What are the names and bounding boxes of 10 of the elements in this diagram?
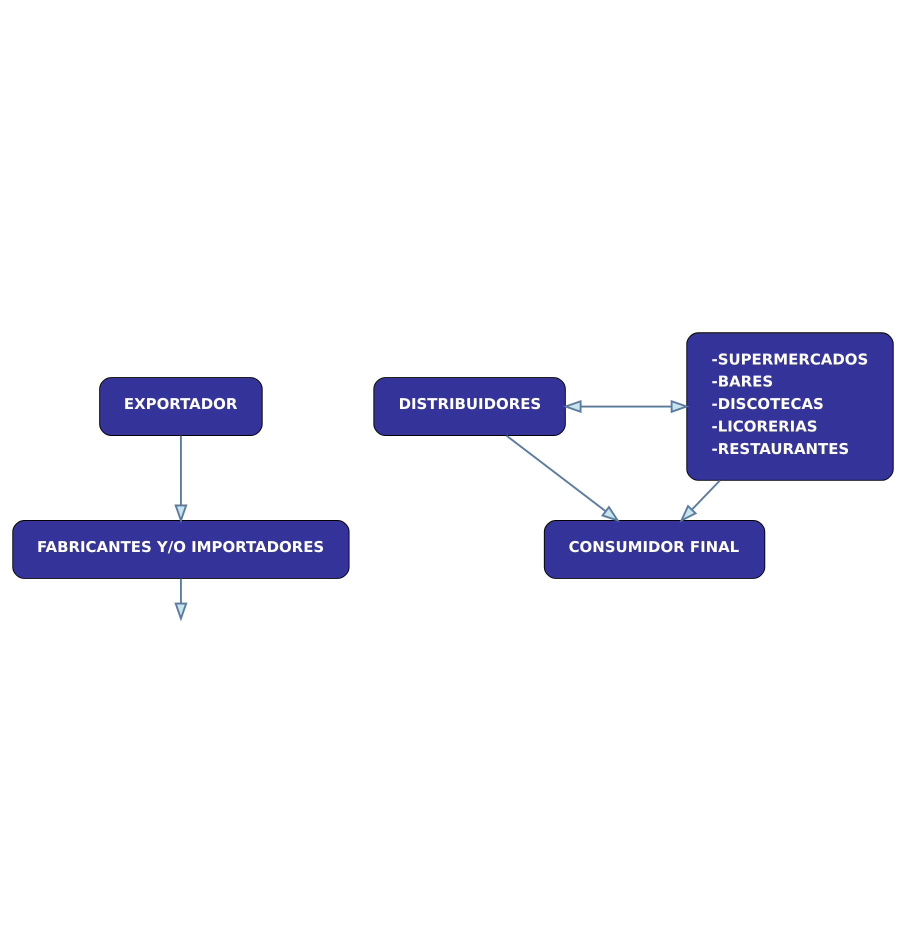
arrow: [174, 578, 188, 621]
node-box: -SUPERMERCADOS -BARES -DISCOTECAS -LICORERIAS -RESTAURANTES: [686, 332, 894, 480]
arrow: [506, 434, 620, 522]
arrow: [174, 435, 188, 523]
node-box: FABRICANTES Y/O IMPORTADORES: [12, 520, 350, 578]
arrow: [562, 399, 690, 413]
node-box: CONSUMIDOR FINAL: [544, 520, 766, 578]
node-box: DISTRIBUIDORES: [373, 376, 566, 436]
arrow: [680, 479, 721, 522]
node-box: EXPORTADOR: [99, 376, 263, 436]
